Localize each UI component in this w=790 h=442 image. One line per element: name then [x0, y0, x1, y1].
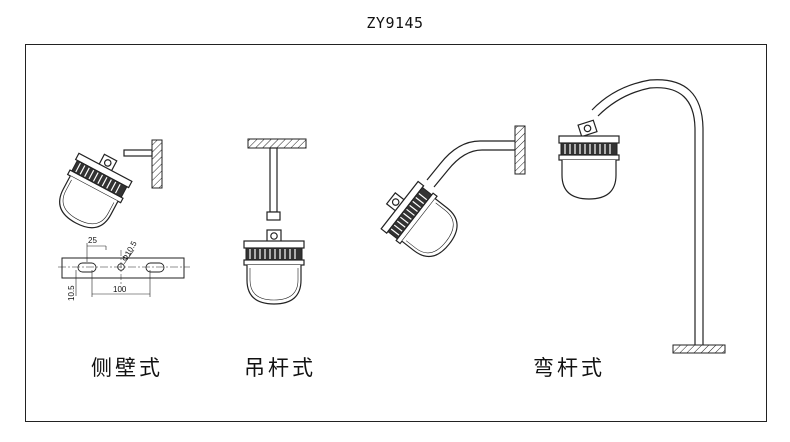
dim-10-5: 10.5	[67, 285, 76, 301]
bent-pole-mount-view	[558, 79, 726, 354]
bent-wall-mount-view	[371, 125, 526, 269]
drawing-frame	[25, 44, 767, 422]
wall-hatch-2	[514, 125, 526, 175]
dim-100: 100	[113, 285, 127, 294]
bent-pole-lamp	[558, 135, 620, 200]
drawing-title: ZY9145	[366, 14, 424, 32]
dim-25: 25	[88, 236, 97, 245]
pendant-mount-view	[243, 138, 307, 305]
wall-lamp	[48, 142, 138, 238]
wall-mount-view	[48, 139, 163, 238]
bracket-plate-dimension: 25 Φ10.5 10.5 100	[58, 236, 190, 301]
slot-left	[77, 262, 97, 273]
floor-hatch	[672, 344, 726, 354]
wall-bracket	[123, 149, 153, 157]
slot-right	[145, 262, 165, 273]
caption-pendant-mount: 吊杆式	[244, 356, 316, 380]
wall-hatch	[151, 139, 163, 189]
caption-wall-mount: 侧壁式	[91, 356, 163, 380]
bent-wall-lamp	[371, 174, 469, 269]
ceiling-hatch	[247, 138, 307, 149]
caption-bent-pole-mount: 弯杆式	[533, 356, 605, 380]
pendant-rod	[269, 147, 278, 213]
pendant-lamp	[243, 229, 305, 305]
